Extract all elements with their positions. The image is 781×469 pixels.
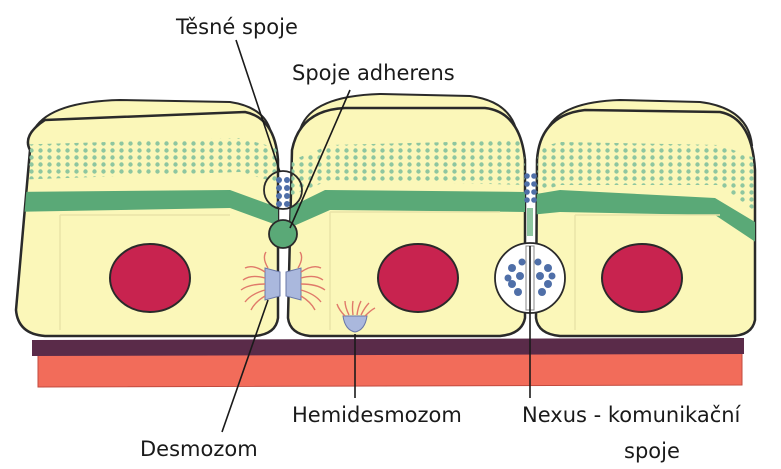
- epithelial-cell-left: [10, 100, 285, 336]
- label-gap-junction-line1: Nexus - komunikační: [522, 403, 742, 427]
- epithelial-cell-middle: [280, 94, 530, 336]
- nucleus-left: [110, 244, 190, 312]
- label-tight-junction: Těsné spoje: [175, 15, 298, 39]
- adherens-junction: [269, 220, 297, 248]
- label-gap-junction-line2: spoje: [624, 439, 680, 463]
- nucleus-middle: [378, 244, 458, 312]
- nucleus-right: [602, 244, 682, 312]
- basement-membrane: [32, 338, 744, 356]
- epithelial-cell-right: [530, 100, 760, 336]
- label-desmosome: Desmozom: [140, 437, 258, 461]
- label-adherens-junction: Spoje adherens: [292, 61, 455, 85]
- label-hemidesmosome: Hemidesmozom: [292, 403, 462, 427]
